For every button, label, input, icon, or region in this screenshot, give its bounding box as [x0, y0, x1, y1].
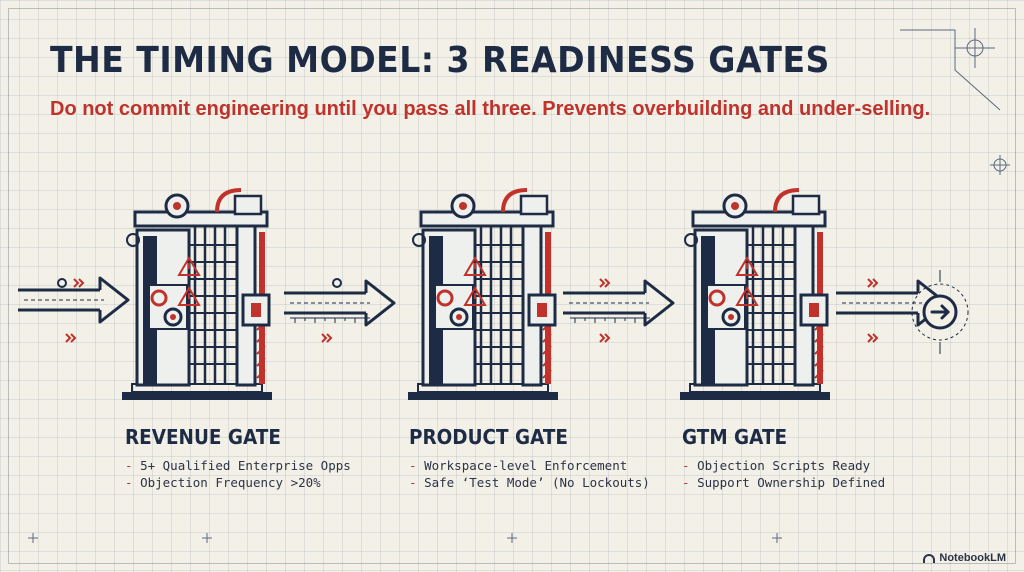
- chevron-icon: [65, 333, 76, 343]
- bullet-marker: -: [682, 458, 690, 473]
- list-item: - Workspace-level Enforcement: [409, 457, 659, 474]
- bullet-marker: -: [409, 475, 417, 490]
- revenue-gate-illustration: [120, 188, 274, 402]
- gate-criterion: Workspace-level Enforcement: [424, 458, 628, 473]
- bullet-marker: -: [682, 475, 690, 490]
- entry-arrow: [16, 276, 130, 324]
- gate-title: GTM GATE: [682, 425, 788, 449]
- list-item: - Support Ownership Defined: [682, 474, 932, 491]
- gate-title: REVENUE GATE: [125, 425, 281, 449]
- notebooklm-icon: [923, 553, 936, 563]
- crosshair-decoration: [900, 28, 1010, 175]
- page-title: THE TIMING MODEL: 3 READINESS GATES: [50, 40, 830, 81]
- gate-criterion: Safe ‘Test Mode’ (No Lockouts): [424, 475, 650, 490]
- small-gear-icon: [57, 278, 342, 288]
- list-item: - Objection Frequency >20%: [125, 474, 375, 491]
- chevron-icon: [867, 278, 878, 288]
- list-item: - Safe ‘Test Mode’ (No Lockouts): [409, 474, 659, 491]
- gtm-gate-illustration: [678, 188, 832, 402]
- product-gate-illustration: [406, 188, 560, 402]
- chevron-icon: [321, 333, 332, 343]
- gate-criterion: 5+ Qualified Enterprise Opps: [140, 458, 351, 473]
- registration-marks: [28, 533, 782, 543]
- bullet-marker: -: [125, 475, 133, 490]
- gate-title: PRODUCT GATE: [409, 425, 569, 449]
- exit-target-icon: [911, 270, 969, 354]
- chevron-icon: [599, 333, 610, 343]
- revenue-gate: REVENUE GATE - 5+ Qualified Enterprise O…: [125, 425, 375, 491]
- gtm-gate: GTM GATE - Objection Scripts Ready - Sup…: [682, 425, 932, 491]
- list-item: - 5+ Qualified Enterprise Opps: [125, 457, 375, 474]
- bullet-marker: -: [409, 458, 417, 473]
- gate-criterion: Objection Scripts Ready: [697, 458, 871, 473]
- gate-criterion: Objection Frequency >20%: [140, 475, 321, 490]
- product-gate: PRODUCT GATE - Workspace-level Enforceme…: [409, 425, 659, 491]
- chevron-icon: [599, 278, 610, 288]
- page-subtitle: Do not commit engineering until you pass…: [50, 98, 931, 120]
- ruler-ticks: [290, 317, 650, 323]
- bullet-marker: -: [125, 458, 133, 473]
- notebooklm-logo: NotebookLM: [923, 552, 1006, 564]
- chevron-icon: [867, 333, 878, 343]
- chevron-icon: [73, 278, 84, 288]
- logo-text: NotebookLM: [939, 552, 1006, 564]
- gate-criterion: Support Ownership Defined: [697, 475, 886, 490]
- list-item: - Objection Scripts Ready: [682, 457, 932, 474]
